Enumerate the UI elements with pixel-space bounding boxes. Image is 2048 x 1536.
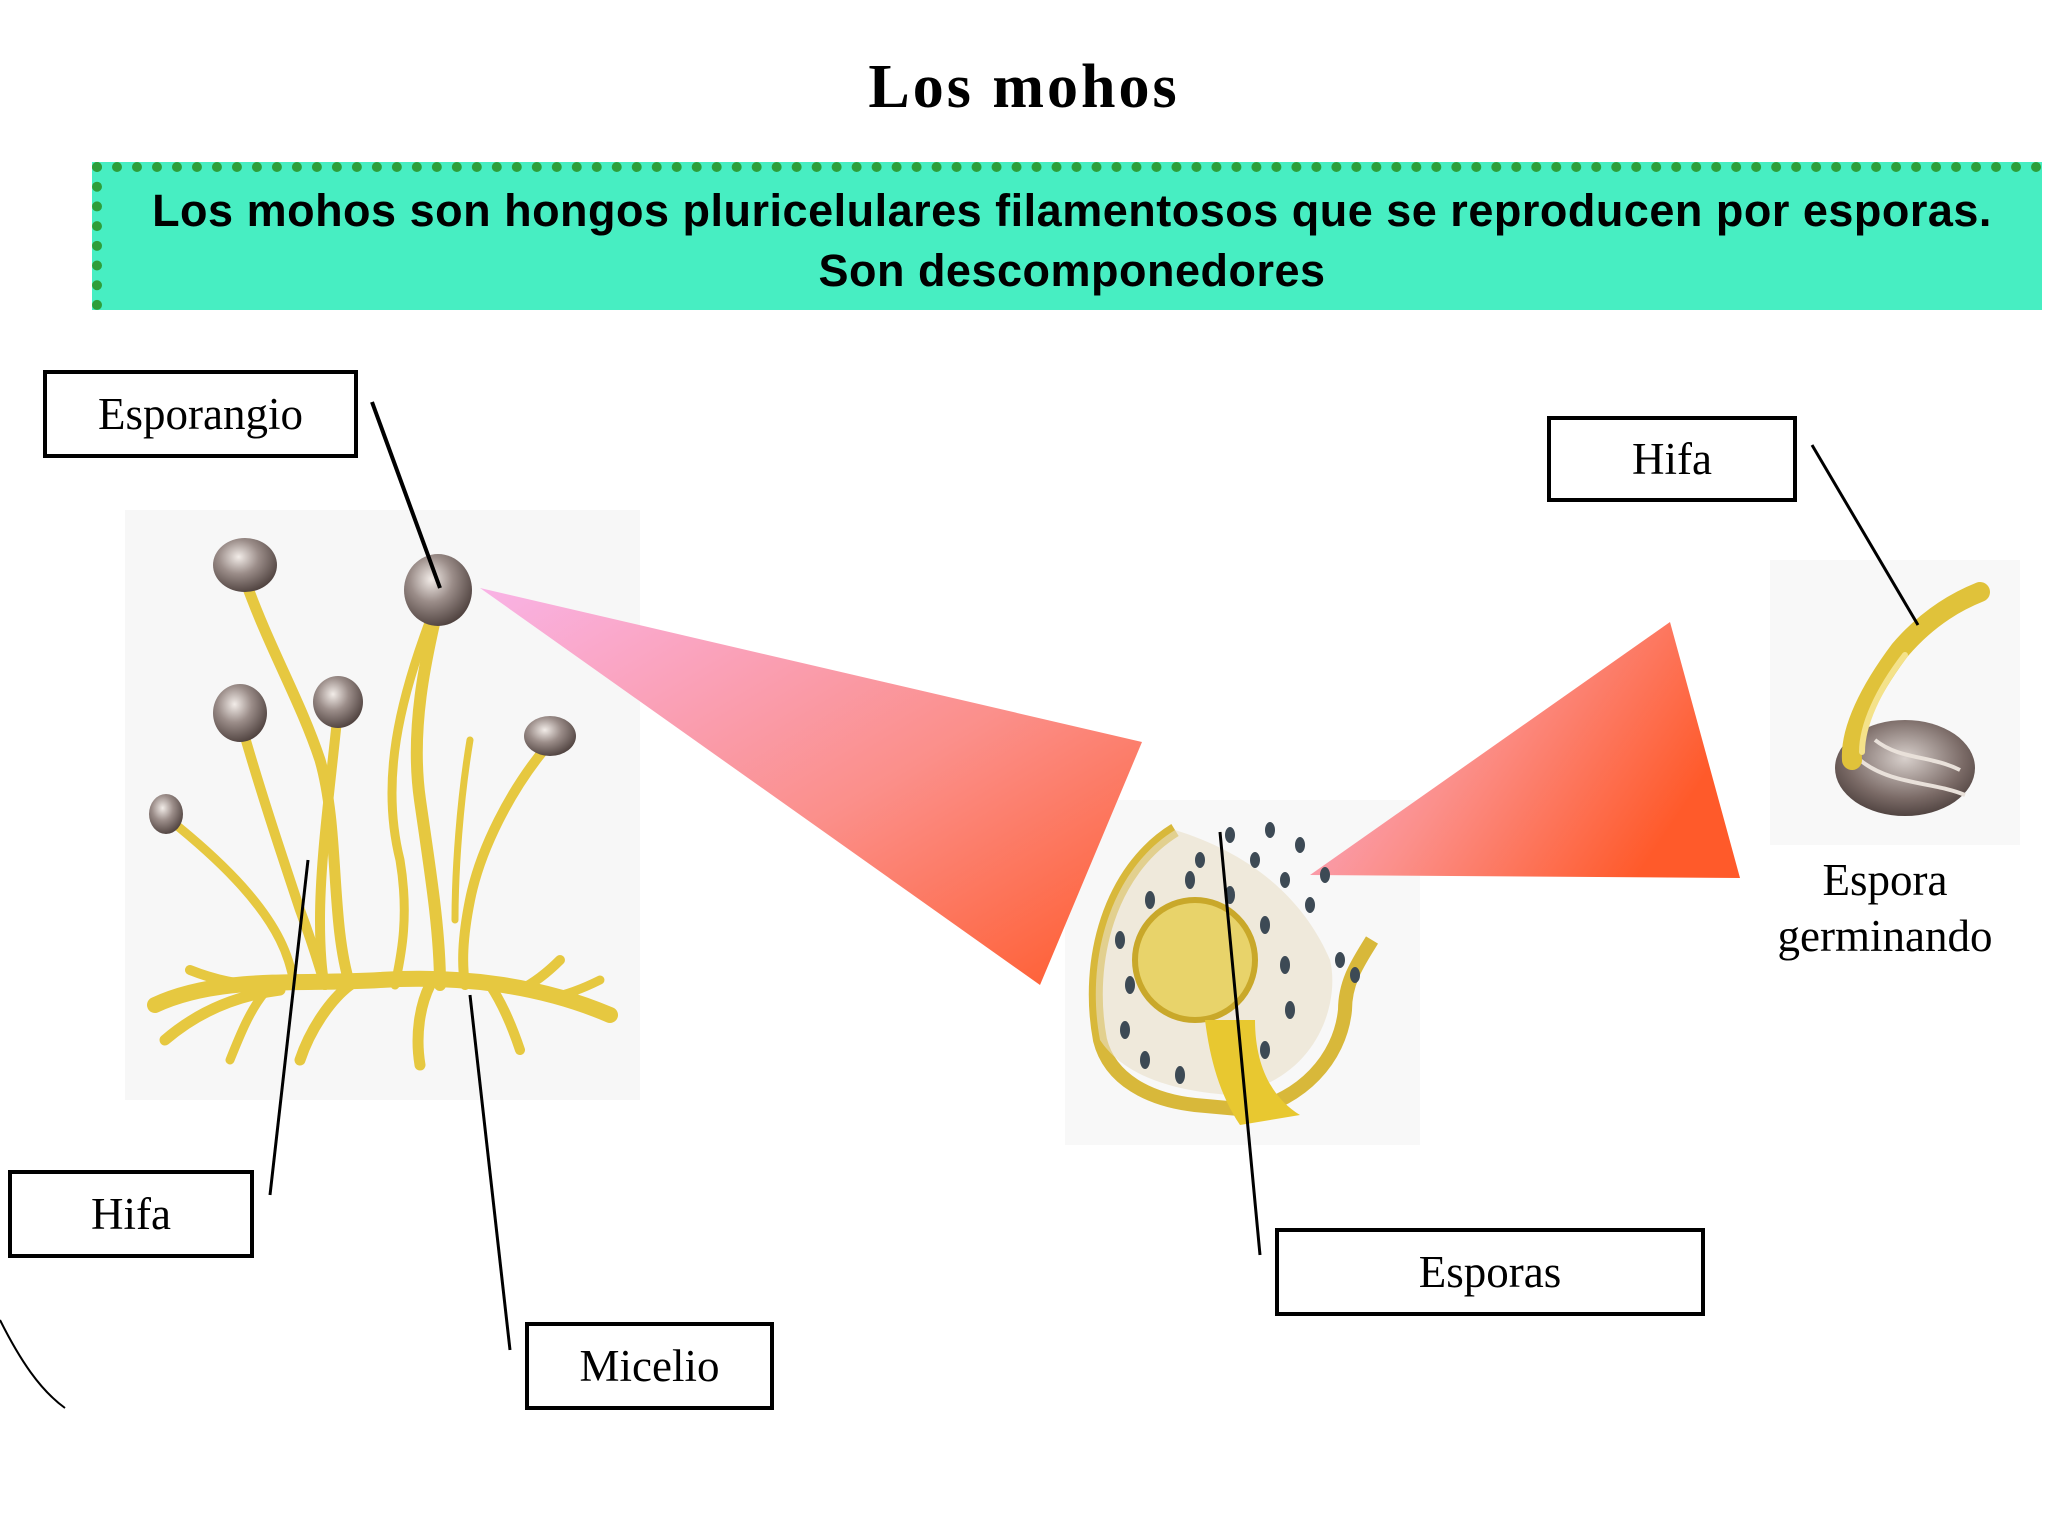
germinating-spore [1835, 582, 1990, 816]
sporangium-head [313, 676, 363, 728]
leader-line-hifa-left [268, 859, 310, 1196]
label-hifa-left: Hifa [8, 1170, 254, 1258]
sporangium-head [404, 554, 472, 626]
zoom-triangle-left [480, 588, 1142, 985]
leader-line-micelio [468, 994, 512, 1351]
definition-text: Los mohos son hongos pluricelulares fila… [152, 185, 1992, 296]
label-esporas: Esporas [1275, 1228, 1705, 1316]
caption-line-2: germinando [1777, 911, 1993, 961]
sporangium-head [524, 716, 576, 756]
leader-line-esporangio [370, 401, 442, 589]
leader-line-esporas [1218, 831, 1262, 1256]
label-hifa-right: Hifa [1547, 416, 1797, 502]
sporangium-head [213, 538, 277, 592]
caption-espora-germinando: Espora germinando [1740, 852, 2030, 964]
sporangium-head [149, 794, 183, 834]
sporangium-cross-section [1088, 822, 1379, 1125]
definition-banner: Los mohos son hongos pluricelulares fila… [92, 162, 2042, 310]
caption-line-1: Espora [1822, 855, 1948, 905]
leader-lines [0, 401, 1920, 1409]
leader-line-hifa-right [1810, 444, 1920, 626]
edge-arc [0, 1319, 66, 1409]
page-title: Los mohos [868, 53, 1180, 121]
label-micelio: Micelio [525, 1322, 774, 1410]
label-esporangio: Esporangio [43, 370, 358, 458]
mold-illustration [147, 574, 618, 1071]
sporangium-head [213, 684, 267, 742]
zoom-triangle-right [1310, 622, 1740, 878]
